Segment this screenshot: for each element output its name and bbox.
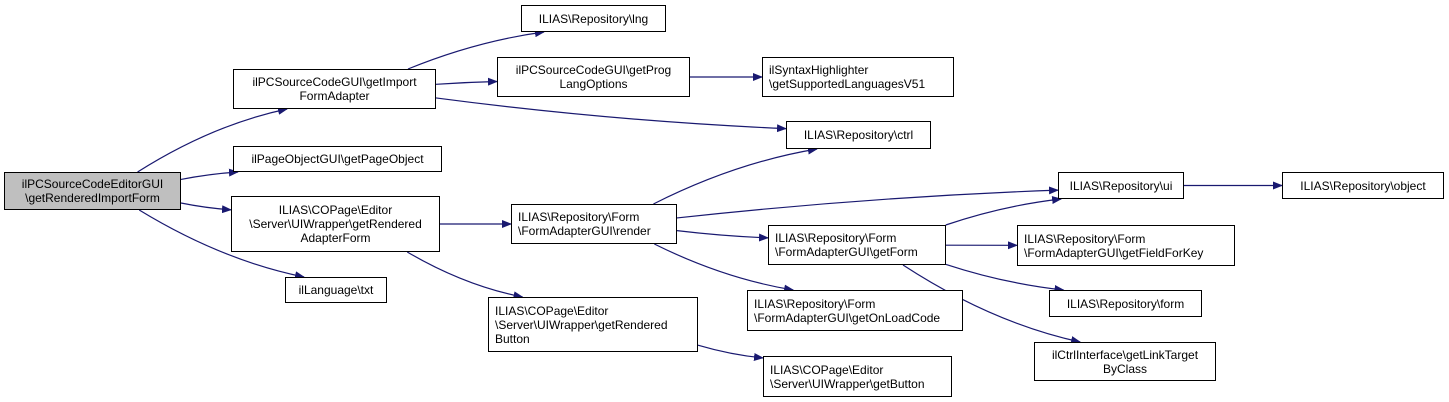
edge-getForm-to-ui [945, 196, 1063, 226]
node-label: ILIAS\Repository\Form \FormAdapterGUI\ge… [1024, 231, 1204, 260]
node-getPageObject[interactable]: ilPageObjectGUI\getPageObject [233, 146, 442, 172]
node-repository-ui[interactable]: ILIAS\Repository\ui [1058, 172, 1184, 199]
node-UIWrapper-getButton[interactable]: ILIAS\COPage\Editor \Server\UIWrapper\ge… [763, 356, 952, 397]
node-label: ILIAS\COPage\Editor \Server\UIWrapper\ge… [495, 303, 668, 346]
edge-root-to-getRenderedAdapterForm [180, 202, 232, 214]
node-getProgLangOptions[interactable]: ilPCSourceCodeGUI\getProg LangOptions [497, 57, 690, 97]
node-FormAdapterGUI-render[interactable]: ILIAS\Repository\Form \FormAdapterGUI\re… [511, 204, 677, 244]
edge-getRenderedAdapterForm-to-getRenderedButton [406, 251, 524, 300]
node-label: ILIAS\Repository\lng [538, 11, 649, 26]
node-label: ilPCSourceCodeGUI\getProg LangOptions [515, 63, 672, 91]
node-getSupportedLanguagesV51[interactable]: ilSyntaxHighlighter \getSupportedLanguag… [762, 57, 954, 97]
node-getRenderedButton[interactable]: ILIAS\COPage\Editor \Server\UIWrapper\ge… [488, 297, 698, 352]
node-label: ilCtrlInterface\getLinkTarget ByClass [1051, 347, 1199, 376]
node-getImportFormAdapter[interactable]: ilPCSourceCodeGUI\getImport FormAdapter [233, 69, 436, 109]
node-root-getRenderedImportForm: ilPCSourceCodeEditorGUI \getRenderedImpo… [4, 172, 181, 210]
node-label: ILIAS\COPage\Editor \Server\UIWrapper\ge… [770, 362, 925, 391]
node-ilLanguage-txt[interactable]: ilLanguage\txt [285, 277, 387, 303]
edge-render-to-getForm [676, 230, 769, 242]
node-FormAdapterGUI-getFieldForKey[interactable]: ILIAS\Repository\Form \FormAdapterGUI\ge… [1017, 225, 1235, 266]
edge-root-to-getImportFormAdapter [137, 106, 289, 173]
node-label: ilLanguage\txt [298, 283, 374, 297]
node-repository-object[interactable]: ILIAS\Repository\object [1282, 172, 1444, 199]
node-label: ILIAS\Repository\form [1066, 296, 1185, 311]
edge-render-to-ctrl [653, 146, 818, 205]
edge-render-to-ui [676, 186, 1059, 219]
node-repository-form[interactable]: ILIAS\Repository\form [1049, 290, 1202, 317]
edge-getRenderedButton-to-getButton [697, 344, 764, 362]
edge-getImportFormAdapter-to-ctrl [435, 97, 787, 133]
node-label: ILIAS\Repository\Form \FormAdapterGUI\ge… [754, 296, 941, 325]
node-label: ilPCSourceCodeEditorGUI \getRenderedImpo… [21, 177, 164, 205]
node-repository-lng[interactable]: ILIAS\Repository\lng [521, 5, 666, 32]
node-label: ILIAS\Repository\object [1300, 178, 1426, 193]
node-FormAdapterGUI-getOnLoadCode[interactable]: ILIAS\Repository\Form \FormAdapterGUI\ge… [747, 290, 963, 331]
edge-root-to-getPageObject [180, 168, 239, 181]
edge-getForm-to-form [945, 263, 1065, 294]
node-label: ILIAS\Repository\Form \FormAdapterGUI\re… [518, 210, 651, 238]
edge-getImportFormAdapter-to-getProgLangOptions [435, 77, 498, 86]
node-label: ILIAS\Repository\ctrl [803, 128, 914, 142]
edge-root-to-txt [138, 209, 306, 280]
node-FormAdapterGUI-getForm[interactable]: ILIAS\Repository\Form \FormAdapterGUI\ge… [768, 225, 946, 265]
node-label: ilPageObjectGUI\getPageObject [251, 152, 424, 166]
edge-getImportFormAdapter-to-lng [407, 29, 545, 70]
node-getLinkTargetByClass[interactable]: ilCtrlInterface\getLinkTarget ByClass [1034, 342, 1216, 381]
node-label: ilSyntaxHighlighter \getSupportedLanguag… [769, 63, 926, 91]
node-label: ILIAS\Repository\ui [1069, 178, 1173, 193]
edge-getForm-to-getLinkTargetByClass [902, 264, 1082, 344]
node-label: ilPCSourceCodeGUI\getImport FormAdapter [252, 75, 417, 103]
edge-render-to-getOnLoadCode [654, 243, 795, 293]
node-label: ILIAS\Repository\Form \FormAdapterGUI\ge… [775, 231, 918, 259]
node-getRenderedAdapterForm[interactable]: ILIAS\COPage\Editor \Server\UIWrapper\ge… [231, 196, 440, 252]
node-repository-ctrl[interactable]: ILIAS\Repository\ctrl [786, 121, 931, 149]
node-label: ILIAS\COPage\Editor \Server\UIWrapper\ge… [249, 203, 422, 245]
